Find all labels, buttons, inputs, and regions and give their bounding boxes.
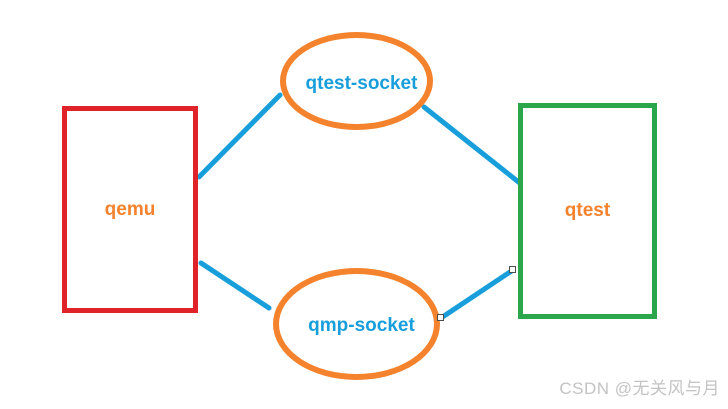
node-qmp-socket[interactable]: qmp-socket	[273, 268, 440, 380]
node-qemu-label: qemu	[104, 198, 156, 220]
selection-handle-edge-end[interactable]	[509, 266, 516, 273]
node-qtest-socket-label: qtest-socket	[305, 73, 418, 94]
node-qemu[interactable]: qemu	[62, 106, 198, 313]
edge-qmp-socket-to-qtest[interactable]	[438, 267, 516, 321]
watermark: CSDN @无关风与月	[559, 379, 720, 398]
node-qmp-socket-label: qmp-socket	[308, 315, 415, 336]
selection-handle-edge-start[interactable]	[437, 314, 444, 321]
edge-qemu-to-qtest-socket[interactable]	[196, 92, 283, 180]
edge-qtest-socket-to-qtest[interactable]	[421, 104, 524, 187]
node-qtest-socket[interactable]: qtest-socket	[280, 32, 433, 130]
node-qtest[interactable]: qtest	[518, 103, 657, 319]
edge-qemu-to-qmp-socket[interactable]	[198, 260, 272, 311]
node-qtest-label: qtest	[564, 200, 611, 221]
